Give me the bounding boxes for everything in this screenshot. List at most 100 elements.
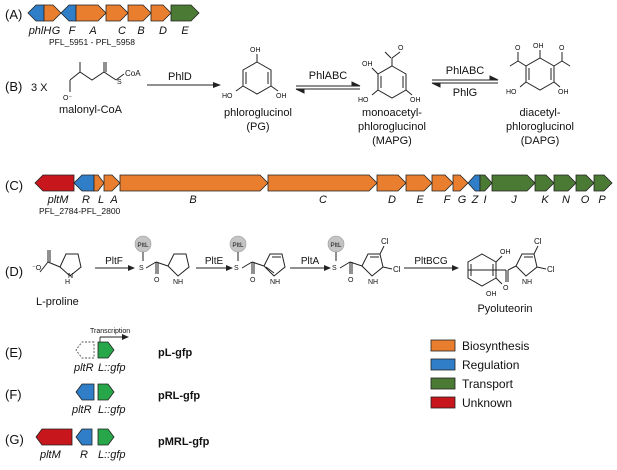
int1-s: S <box>139 265 144 272</box>
legend-label-biosynthesis: Biosynthesis <box>462 339 529 353</box>
plt-gene-label: F <box>444 194 452 206</box>
l-gfp-reporter-f <box>97 383 115 401</box>
proline-o-minus: ⁻O <box>32 265 42 272</box>
pltl-carrier-3-label: PltL <box>330 242 342 249</box>
plt-gene-label: D <box>388 194 396 206</box>
transcription-label: Transcription <box>90 328 130 335</box>
phlabc-arrow-1 <box>295 81 361 94</box>
phlabc-enzyme-2: PhlABC <box>446 65 485 77</box>
pltl-carrier-2-label: PltL <box>232 242 244 249</box>
plt-gene-label: N <box>562 194 570 206</box>
dichloropyrrolyl-intermediate <box>335 245 393 277</box>
malonyl-o-minus: O⁻ <box>63 95 72 102</box>
phlabc-phlg-arrow <box>431 75 499 88</box>
panel-b-label: (B) <box>5 79 22 94</box>
prolyl-intermediate <box>142 252 190 277</box>
mapg-ho: HO <box>358 97 369 104</box>
int2-nh: NH <box>270 279 280 286</box>
construct-g-gene-b: L::gfp <box>98 449 126 461</box>
pyo-oh-bottom: OH <box>486 291 497 298</box>
plt-gene-o <box>575 174 595 192</box>
phl-gene-label: A <box>88 25 96 37</box>
phl-gene-f <box>60 4 77 22</box>
phl-gene-label: G <box>52 25 61 37</box>
pyoluteorin-structure <box>467 245 547 287</box>
pg-name: phloroglucinol <box>224 107 292 119</box>
phl-gene-label: E <box>181 25 189 37</box>
pltf-enzyme: PltF <box>105 256 123 267</box>
panel-f-label: (F) <box>5 387 22 402</box>
plt-gene-b <box>119 174 269 192</box>
plt-gene-k <box>534 174 555 192</box>
plte-enzyme: PltE <box>205 256 224 267</box>
phlabc-enzyme-1: PhlABC <box>309 70 348 82</box>
pyo-cl-right: Cl <box>547 265 555 274</box>
construct-e-gene-a: pltR <box>73 362 94 374</box>
plta-enzyme: PltA <box>301 256 320 267</box>
pyo-o: O <box>503 285 509 292</box>
malonyl-s: S <box>117 79 122 86</box>
proline-nh: H <box>65 279 70 286</box>
plt-gene-label: J <box>510 194 517 206</box>
plt-gene-l <box>93 174 105 192</box>
plt-gene-z <box>467 174 481 192</box>
mapg-oh-right: OH <box>410 97 421 104</box>
phl-gene-e <box>170 4 200 22</box>
int2-o: O <box>250 277 256 284</box>
dapg-abbr: (DAPG) <box>521 135 560 147</box>
l-gfp-reporter-e <box>97 341 115 359</box>
l-gfp-reporter-g <box>97 428 115 446</box>
plt-gene-j <box>491 174 536 192</box>
malonyl-multiplier: 3 X <box>31 82 48 94</box>
construct-f-gene-a: pltR <box>71 404 92 416</box>
plt-gene-label: L <box>98 194 104 206</box>
dapg-o-right: O <box>559 45 565 52</box>
plt-gene-label: B <box>189 194 196 206</box>
legend-label-transport: Transport <box>462 377 514 391</box>
mapg-oh: OH <box>362 61 373 68</box>
construct-f-gene-b: L::gfp <box>98 404 126 416</box>
plt-gene-n <box>553 174 577 192</box>
int1-nh: NH <box>173 279 183 286</box>
int3-cl-right: Cl <box>393 265 401 274</box>
pltr-gene-f <box>75 383 95 401</box>
plt-gene-label: A <box>109 194 117 206</box>
plt-gene-e <box>405 174 433 192</box>
plt-gene-label: K <box>541 194 549 206</box>
mapg-abbr: (MAPG) <box>372 135 412 147</box>
construct-e-gene-b: L::gfp <box>98 362 126 374</box>
pyo-cl-top: Cl <box>534 237 542 246</box>
construct-g-gene-a: R <box>80 449 88 461</box>
plt-gene-label: O <box>581 194 590 206</box>
dapg-ho: HO <box>506 89 517 96</box>
plt-gene-label: Z <box>471 194 480 206</box>
construct-e-name: pL-gfp <box>158 347 192 359</box>
plt-gene-label: R <box>82 194 90 206</box>
phl-gene-label: F <box>69 25 77 37</box>
phl-gene-label: B <box>137 25 144 37</box>
phl-gene-d <box>150 4 172 22</box>
construct-g-gene-m: pltM <box>39 449 62 461</box>
malonyl-coa-text: CoA <box>125 69 141 78</box>
phl-locus-range: PFL_5951 - PFL_5958 <box>49 37 135 47</box>
plt-gene-label: P <box>598 194 606 206</box>
construct-f-name: pRL-gfp <box>158 390 200 402</box>
plt-gene-cluster <box>34 174 613 192</box>
dapg-name-2: phloroglucinol <box>506 121 574 133</box>
pltr-gene-g <box>75 428 93 446</box>
pyrrolyl-intermediate <box>237 252 286 277</box>
pyo-oh-top: OH <box>500 249 511 256</box>
phl-gene-c <box>105 4 129 22</box>
l-proline-name: L-proline <box>36 296 79 308</box>
pg-oh-top: OH <box>250 47 261 54</box>
dapg-o-left: O <box>515 45 521 52</box>
phl-gene-g <box>43 4 62 22</box>
plt-gene-i <box>479 174 493 192</box>
panel-d-label: (D) <box>5 264 23 279</box>
int1-o: O <box>154 277 160 284</box>
proline-n: N <box>68 273 73 280</box>
pg-oh-right: OH <box>276 93 287 100</box>
